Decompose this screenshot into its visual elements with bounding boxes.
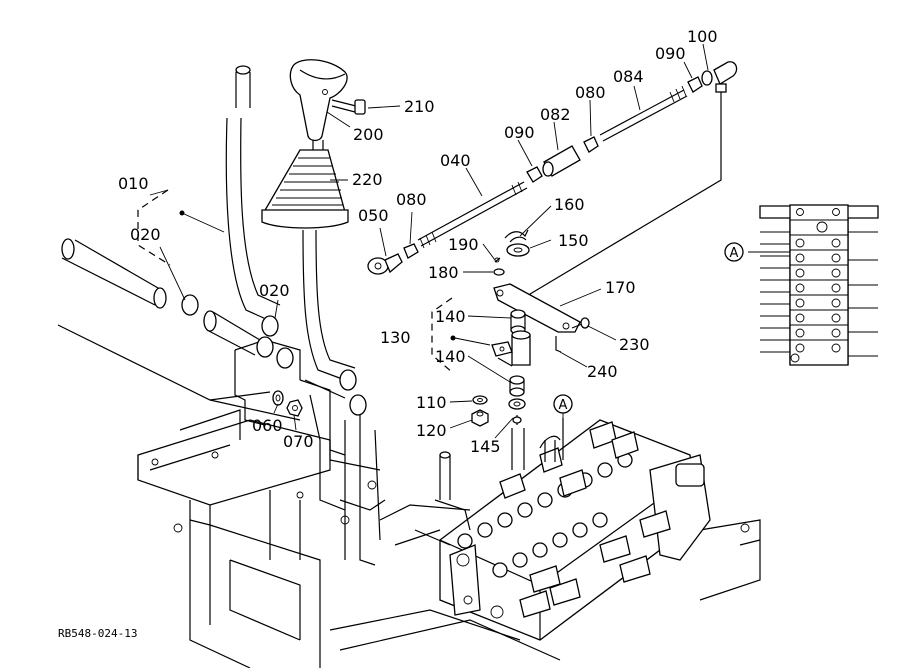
shift-boot-220 xyxy=(261,149,349,229)
nut-080-lower xyxy=(403,243,419,259)
callout-090-lower: 090 xyxy=(504,123,535,142)
callout-060: 060 xyxy=(252,416,283,435)
callout-190: 190 xyxy=(448,235,479,254)
bolt-230 xyxy=(571,317,590,329)
rod-end-100 xyxy=(519,61,738,301)
valve-spools xyxy=(457,421,671,618)
reference-mark-a-inset-label: A xyxy=(730,246,739,261)
callout-040: 040 xyxy=(440,151,471,170)
leader-lines xyxy=(149,43,709,439)
nut-090-lower xyxy=(526,166,543,183)
valve-studs xyxy=(439,418,564,500)
callout-180: 180 xyxy=(428,263,459,282)
pivot-body-130 xyxy=(491,330,531,367)
callout-145: 145 xyxy=(470,437,501,456)
detail-inset xyxy=(748,204,879,366)
nut-090-upper xyxy=(687,76,703,93)
callout-170: 170 xyxy=(605,278,636,297)
nut-080-upper xyxy=(583,136,599,153)
turnbuckle-082 xyxy=(542,145,581,177)
clip-160 xyxy=(504,229,529,243)
nut-070 xyxy=(286,399,303,417)
control-valve-block xyxy=(414,419,711,641)
callout-210: 210 xyxy=(404,97,435,116)
bushing-145 xyxy=(508,398,526,425)
callout-labels: 010 020 020 040 050 060 070 080 080 082 … xyxy=(118,27,718,456)
reference-mark-a-inset: A xyxy=(724,242,744,262)
callout-080-upper: 080 xyxy=(575,83,606,102)
callout-020-left: 020 xyxy=(130,225,161,244)
callout-084: 084 xyxy=(613,67,644,86)
shift-lever-200 xyxy=(289,59,348,150)
shift-lever-rod xyxy=(302,229,367,416)
floor-plate xyxy=(329,504,761,661)
callout-020-right: 020 xyxy=(259,281,290,300)
bolt-210 xyxy=(331,99,366,115)
callout-050: 050 xyxy=(358,206,389,225)
callout-070: 070 xyxy=(283,432,314,451)
callout-130: 130 xyxy=(380,328,411,347)
callout-100: 100 xyxy=(687,27,718,46)
callout-010: 010 xyxy=(118,174,149,193)
rod-end-050 xyxy=(367,253,403,275)
lever-bracket xyxy=(234,339,386,566)
figure-id: RB548-024-13 xyxy=(58,627,137,640)
reference-mark-a-main-label: A xyxy=(559,398,568,413)
reference-mark-a-main: A xyxy=(553,394,573,414)
callout-120: 120 xyxy=(416,421,447,440)
pin-240 xyxy=(555,336,562,353)
bushing-140-lower xyxy=(509,375,525,397)
callout-200: 200 xyxy=(353,125,384,144)
callout-230: 230 xyxy=(619,335,650,354)
washer-060 xyxy=(272,390,284,406)
callout-110: 110 xyxy=(416,393,447,412)
lever-010 xyxy=(225,65,281,337)
washer-180 xyxy=(493,268,505,276)
callout-080-lower: 080 xyxy=(396,190,427,209)
pin-190 xyxy=(494,257,501,263)
callout-220: 220 xyxy=(352,170,383,189)
chassis-frame xyxy=(137,409,381,668)
rod-040 xyxy=(417,181,528,249)
group-130-bracket xyxy=(431,297,453,373)
callout-140-lower: 140 xyxy=(435,347,466,366)
callout-240: 240 xyxy=(587,362,618,381)
pivot-shaft xyxy=(57,238,301,421)
callout-140-upper: 140 xyxy=(435,307,466,326)
nut-120 xyxy=(471,409,489,427)
callout-160: 160 xyxy=(554,195,585,214)
group-010-bracket xyxy=(137,189,171,266)
washer-110 xyxy=(472,395,488,405)
callout-150: 150 xyxy=(558,231,589,250)
callout-082: 082 xyxy=(540,105,571,124)
rod-084 xyxy=(599,85,688,142)
lever-arm-170 xyxy=(493,283,581,333)
washer-150 xyxy=(506,243,530,257)
callout-090-upper: 090 xyxy=(655,44,686,63)
bushing-140-upper xyxy=(510,309,526,335)
group-130-dot xyxy=(450,335,456,341)
